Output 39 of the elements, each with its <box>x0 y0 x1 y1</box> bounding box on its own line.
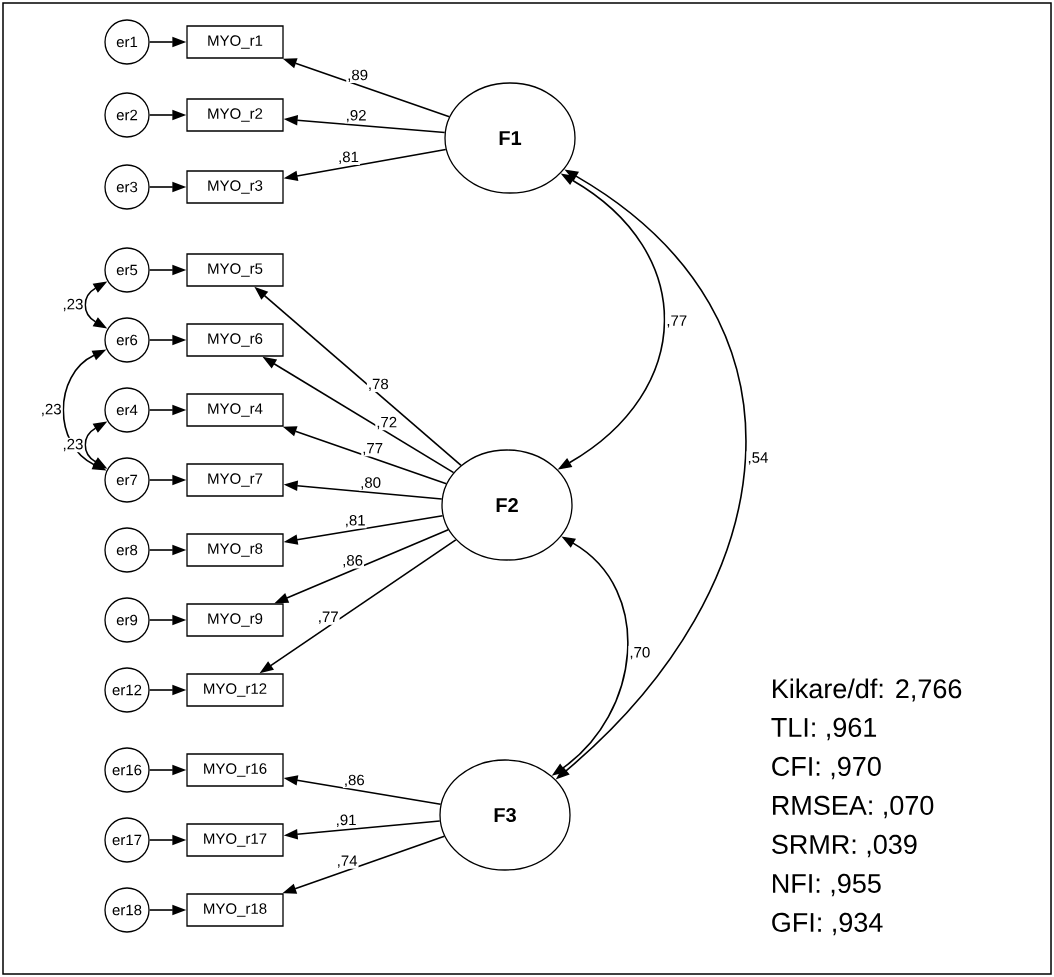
edge-label: ,72 <box>377 416 397 430</box>
edge-label: ,92 <box>347 109 366 123</box>
fit-index: GFI: ,934 <box>772 912 883 936</box>
indicator-box: MYO_r1 <box>186 25 284 59</box>
edge-label: ,23 <box>63 438 83 452</box>
edge-label: ,78 <box>369 378 389 392</box>
edge-label: ,77 <box>319 611 338 624</box>
fit-index: NFI: ,955 <box>773 873 881 897</box>
edge-label: ,54 <box>748 452 768 465</box>
indicator-box: MYO_r17 <box>186 823 284 857</box>
fit-index: TLI: ,961 <box>771 717 877 741</box>
indicator-box: MYO_r9 <box>186 603 284 637</box>
edge-label: ,80 <box>361 477 381 490</box>
edge-label: ,74 <box>338 855 358 868</box>
edge-label: ,91 <box>337 814 356 827</box>
fit-index: SRMR: ,039 <box>772 834 917 858</box>
edge-label: ,70 <box>630 646 650 660</box>
indicator-box: MYO_r8 <box>186 533 284 567</box>
indicator-box: MYO_r18 <box>186 893 284 927</box>
fit-index: RMSEA: ,070 <box>773 795 934 819</box>
edge-label: ,81 <box>339 151 359 164</box>
indicator-box: MYO_r2 <box>186 98 284 132</box>
indicator-box: MYO_r3 <box>186 170 284 204</box>
edge-label: ,77 <box>667 315 687 328</box>
edge-label: ,89 <box>348 69 368 82</box>
edge-label: ,23 <box>42 403 61 417</box>
indicator-box: MYO_r7 <box>186 463 284 497</box>
indicator-box: MYO_r5 <box>186 253 284 287</box>
edge-label: ,23 <box>63 298 83 312</box>
indicator-box: MYO_r6 <box>186 323 284 357</box>
indicator-box: MYO_r16 <box>186 753 284 787</box>
indicator-box: MYO_r4 <box>186 393 284 427</box>
fit-index: Kikare/df: 2,766 <box>773 678 962 702</box>
edge-label: ,77 <box>363 443 383 456</box>
fit-index: CFI: ,970 <box>772 756 881 780</box>
edge-label: ,86 <box>343 555 363 568</box>
edge-label: ,81 <box>346 514 365 528</box>
indicator-box: MYO_r12 <box>186 673 284 707</box>
edge-label: ,86 <box>345 774 365 788</box>
